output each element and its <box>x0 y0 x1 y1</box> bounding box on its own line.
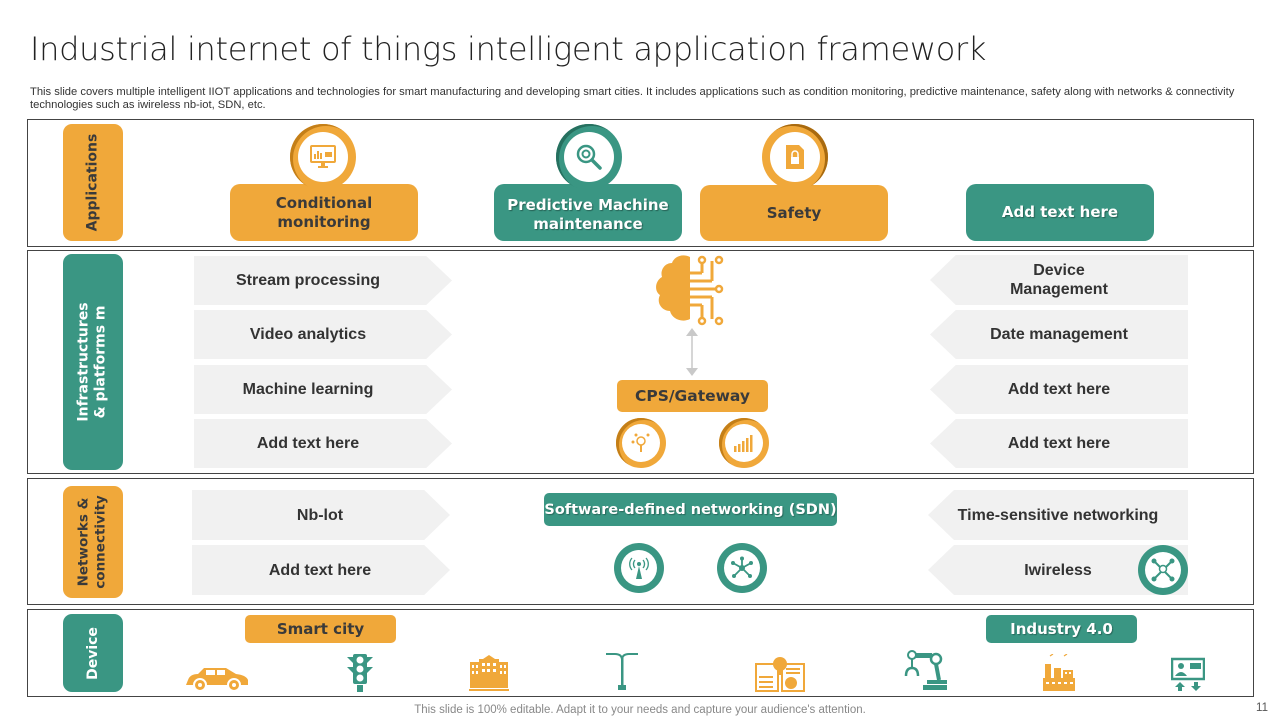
bidirectional-arrow-icon <box>684 328 700 376</box>
app-conditional-monitoring[interactable]: Conditional monitoring <box>230 184 418 241</box>
footer-note: This slide is 100% editable. Adapt it to… <box>414 704 866 716</box>
cps-gateway-label[interactable]: CPS/Gateway <box>617 380 768 412</box>
network-hub-icon <box>717 543 767 593</box>
molecule-search-icon <box>616 418 666 468</box>
building-icon <box>468 652 510 692</box>
infra-right-item[interactable]: Date management <box>930 310 1188 359</box>
page-number: 11 <box>1256 702 1268 714</box>
infra-left-item[interactable]: Stream processing <box>194 256 452 305</box>
idea-book-icon <box>754 652 806 692</box>
infra-right-item[interactable]: Add text here <box>930 365 1188 414</box>
robotic-arm-icon <box>902 650 948 692</box>
infra-left-item[interactable]: Machine learning <box>194 365 452 414</box>
locked-document-icon <box>762 124 828 190</box>
infrastructure-label: Infrastructures & platforms m <box>63 254 123 470</box>
traffic-light-icon <box>344 652 376 692</box>
app-add-text[interactable]: Add text here <box>966 184 1154 241</box>
industry-label[interactable]: Industry 4.0 <box>986 615 1137 643</box>
device-label: Device <box>63 614 123 692</box>
infra-left-item[interactable]: Video analytics <box>194 310 452 359</box>
app-safety[interactable]: Safety <box>700 185 888 241</box>
smart-city-label[interactable]: Smart city <box>245 615 396 643</box>
sdn-label[interactable]: Software-defined networking (SDN) <box>544 493 837 526</box>
car-icon <box>183 664 251 692</box>
app-predictive-maintenance[interactable]: Predictive Machine maintenance <box>494 184 682 241</box>
street-lamp-icon <box>604 650 640 692</box>
monitor-dashboard-icon <box>290 124 356 190</box>
brain-circuit-icon <box>652 253 732 327</box>
presentation-screen-icon <box>1170 655 1206 692</box>
page-title: Industrial internet of things intelligen… <box>30 30 987 68</box>
network-left-item[interactable]: Nb-lot <box>192 490 450 540</box>
magnifier-gear-icon <box>556 124 622 190</box>
infra-right-item[interactable]: Add text here <box>930 419 1188 468</box>
network-right-item[interactable]: Time-sensitive networking <box>928 490 1188 540</box>
applications-label: Applications <box>63 124 123 241</box>
infra-right-item[interactable]: Device Management <box>930 255 1188 305</box>
network-left-item[interactable]: Add text here <box>192 545 450 595</box>
networks-label: Networks & connectivity <box>63 486 123 598</box>
signal-bars-icon <box>719 418 769 468</box>
infra-left-item[interactable]: Add text here <box>194 419 452 468</box>
factory-icon <box>1042 654 1076 692</box>
antenna-tower-icon <box>614 543 664 593</box>
user-network-icon <box>1138 545 1188 595</box>
page-subtitle: This slide covers multiple intelligent I… <box>30 86 1235 111</box>
